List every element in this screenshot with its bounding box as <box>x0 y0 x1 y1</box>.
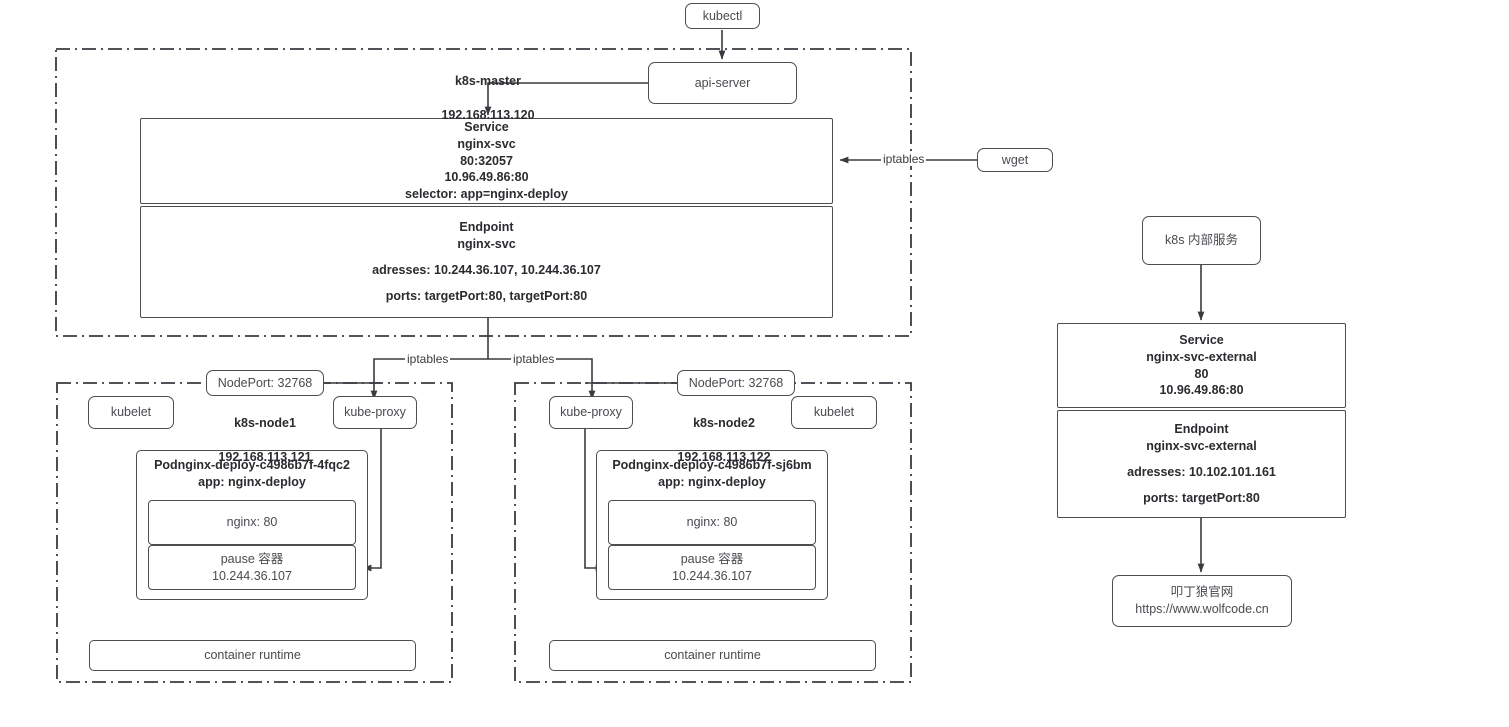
node1-nodeport-label: NodePort: 32768 <box>217 375 313 390</box>
edge-label-iptables-node2: iptables <box>511 352 557 366</box>
api-server-label: api-server <box>694 75 751 90</box>
website-box[interactable]: 叩丁狼官网 https://www.wolfcode.cn <box>1112 575 1292 627</box>
master-endpoint-addresses: adresses: 10.244.36.107, 10.244.36.107 <box>372 263 601 277</box>
node1-ip: 192.168.113.121 <box>218 449 312 464</box>
node2-container-nginx-label: nginx: 80 <box>686 515 738 530</box>
node1-container-nginx-label: nginx: 80 <box>226 515 278 530</box>
node2-ip: 192.168.113.122 <box>677 449 771 464</box>
node-api-server[interactable]: api-server <box>648 62 797 104</box>
node1-pod-app: app: nginx-deploy <box>198 474 306 489</box>
node2-nodeport-label: NodePort: 32768 <box>688 375 784 390</box>
external-endpoint-name: nginx-svc-external <box>1146 439 1257 454</box>
website-url: https://www.wolfcode.cn <box>1135 602 1269 616</box>
node-kubectl[interactable]: kubectl <box>685 3 760 29</box>
k8s-master-title: k8s-master 192.168.113.120 <box>398 56 578 124</box>
k8s-master-name: k8s-master <box>454 73 521 88</box>
node1-container-runtime-label: container runtime <box>204 648 301 663</box>
website-name: 叩丁狼官网 <box>1170 585 1234 600</box>
node2-kube-proxy-label: kube-proxy <box>560 405 622 420</box>
edge-label-iptables-wget: iptables <box>881 152 927 166</box>
k8s-internal-service-box[interactable]: k8s 内部服务 <box>1142 216 1261 265</box>
master-service-name: nginx-svc <box>457 136 516 151</box>
node1-name: k8s-node1 <box>234 415 296 430</box>
edge-label-iptables-node1: iptables <box>405 352 451 366</box>
node1-kube-proxy-box[interactable]: kube-proxy <box>333 396 417 429</box>
node2-nodeport-box[interactable]: NodePort: 32768 <box>677 370 795 396</box>
node2-kubelet-box[interactable]: kubelet <box>791 396 877 429</box>
wget-label: wget <box>1001 152 1029 167</box>
kubectl-label: kubectl <box>702 8 743 23</box>
master-endpoint-ports: ports: targetPort:80, targetPort:80 <box>385 288 588 303</box>
master-service-cluster-ip: 10.96.49.86:80 <box>444 170 529 185</box>
master-service-selector: selector: app=nginx-deploy <box>405 187 568 202</box>
master-endpoint-name: nginx-svc <box>457 237 516 252</box>
external-endpoint-box[interactable]: Endpoint nginx-svc-external adresses: 10… <box>1057 410 1346 518</box>
node2-kube-proxy-box[interactable]: kube-proxy <box>549 396 633 429</box>
node1-title: k8s-node1 192.168.113.121 <box>195 398 335 466</box>
node2-container-pause[interactable]: pause 容器 10.244.36.107 <box>608 545 816 590</box>
node1-container-pause[interactable]: pause 容器 10.244.36.107 <box>148 545 356 590</box>
node2-name: k8s-node2 <box>693 415 755 430</box>
node1-container-nginx[interactable]: nginx: 80 <box>148 500 356 545</box>
node2-container-runtime-label: container runtime <box>664 648 761 663</box>
k8s-internal-service-label: k8s 内部服务 <box>1165 233 1238 248</box>
node1-kube-proxy-label: kube-proxy <box>344 405 406 420</box>
node2-pod-app: app: nginx-deploy <box>658 474 766 489</box>
node1-kubelet-box[interactable]: kubelet <box>88 396 174 429</box>
external-endpoint-addresses: adresses: 10.102.101.161 <box>1127 465 1276 479</box>
node1-kubelet-label: kubelet <box>110 405 152 420</box>
node2-container-pause-label: pause 容器 10.244.36.107 <box>672 551 752 583</box>
node2-container-runtime[interactable]: container runtime <box>549 640 876 671</box>
master-endpoint-title: Endpoint <box>459 220 514 235</box>
k8s-master-ip: 192.168.113.120 <box>441 107 535 122</box>
external-endpoint-title: Endpoint <box>1174 422 1229 437</box>
external-service-box[interactable]: Service nginx-svc-external 80 10.96.49.8… <box>1057 323 1346 408</box>
master-service-ports: 80:32057 <box>460 153 513 168</box>
node1-container-pause-label: pause 容器 10.244.36.107 <box>212 551 292 583</box>
external-service-title: Service <box>1179 332 1224 347</box>
node2-container-nginx[interactable]: nginx: 80 <box>608 500 816 545</box>
external-service-name: nginx-svc-external <box>1146 349 1257 364</box>
node-wget[interactable]: wget <box>977 148 1053 172</box>
node2-kubelet-label: kubelet <box>813 405 855 420</box>
external-endpoint-ports: ports: targetPort:80 <box>1143 490 1260 505</box>
node1-container-runtime[interactable]: container runtime <box>89 640 416 671</box>
node1-nodeport-box[interactable]: NodePort: 32768 <box>206 370 324 396</box>
external-service-port: 80 <box>1194 366 1209 381</box>
external-service-cluster-ip: 10.96.49.86:80 <box>1159 383 1244 398</box>
master-endpoint-box[interactable]: Endpoint nginx-svc adresses: 10.244.36.1… <box>140 206 833 318</box>
master-service-box[interactable]: Service nginx-svc 80:32057 10.96.49.86:8… <box>140 118 833 204</box>
node2-title: k8s-node2 192.168.113.122 <box>654 398 794 466</box>
